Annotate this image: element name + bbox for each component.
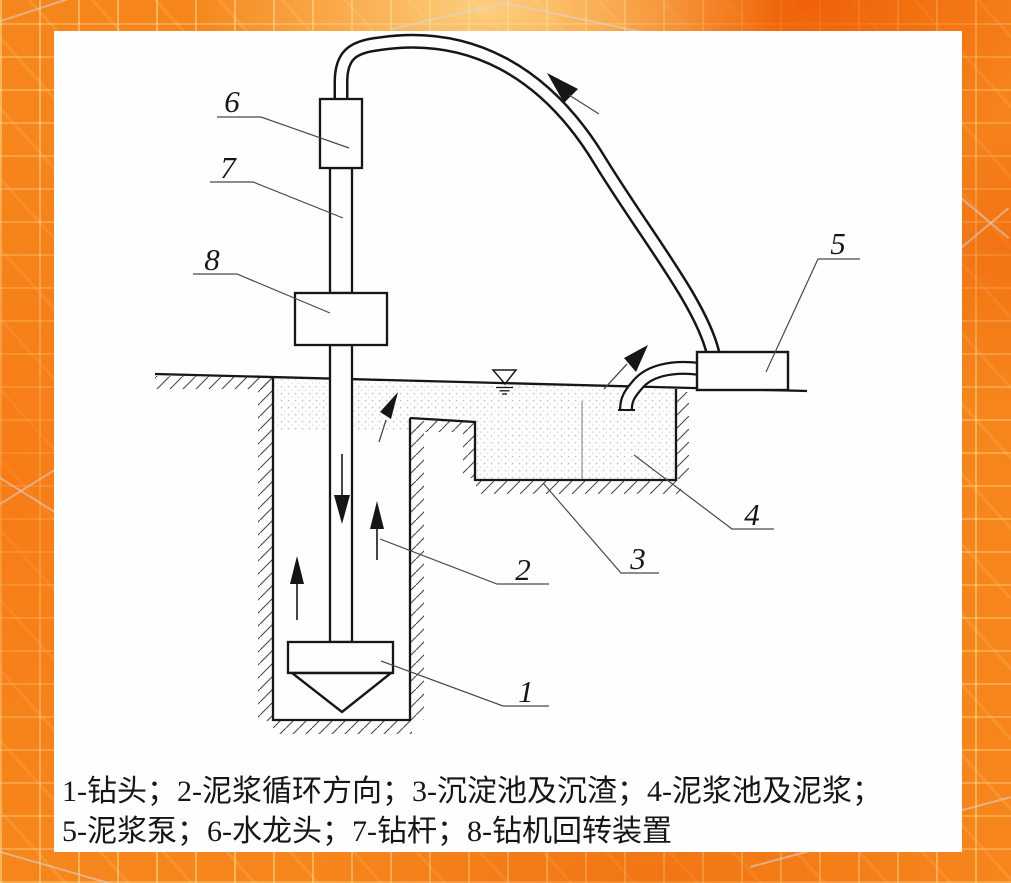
borehole-mouth-arrow [378,392,398,443]
mud-fill [275,379,674,479]
mouth-arrow-tail [378,419,387,443]
suction-flow-arrowhead [624,345,648,372]
flow-arrows [290,73,648,620]
hose-flow-arrow-tail [568,94,600,115]
suction-flow-arrow-tail [603,363,628,390]
drill-bit-body [286,640,395,675]
drill-string [286,97,395,714]
hatch-pit-right-wall [677,392,689,479]
part-number-7: 7 [220,150,237,185]
leader-4 [633,454,774,530]
part-number-6: 6 [224,84,240,119]
leader-1 [380,660,549,707]
suction-flow-arrow [603,345,648,390]
hose-flow-arrow [547,73,600,115]
part-number-1: 1 [518,674,534,709]
part-numbers: 6 7 8 5 2 1 3 4 [204,84,846,709]
leader-3 [542,482,659,574]
hatch-borehole-bottom [273,721,412,734]
leader-5 [765,258,860,373]
leader-6 [217,116,350,149]
mouth-arrowhead [380,392,398,419]
part-number-2: 2 [515,552,531,587]
drill-bit-cone [288,671,395,714]
suction-pipe [618,360,701,411]
mud-pump-box [695,350,790,392]
drill-rod-upper [328,166,354,295]
suction-inner [621,363,701,410]
part-number-3: 3 [629,541,646,576]
rotary-device-box [293,291,389,347]
label-leaders [193,116,860,707]
caption-line-2: 5-泥浆泵；6-水龙头；7-钻杆；8-钻机回转装置 [62,815,672,848]
part-number-5: 5 [830,226,846,261]
pit-outline [409,389,678,482]
hatch-ground-left [155,376,272,389]
water-level-triangle [491,369,518,386]
annulus-right-head [370,501,384,529]
hatch-borehole-left-wall [258,377,272,721]
hatch-borehole-right-wall [411,424,424,720]
hatch-pit-bottom [476,481,681,494]
leader-7 [210,181,344,219]
soil-hatching [155,376,689,734]
part-number-8: 8 [204,242,220,277]
discharge-hose [333,33,721,355]
hose-inner [336,36,718,355]
water-level-symbol [491,369,518,395]
swivel-box [318,97,364,170]
annulus-up-arrow-left [290,556,304,620]
rod-down-arrow [334,454,350,524]
part-number-4: 4 [744,497,760,532]
annulus-left-head [290,556,304,584]
caption-line-1: 1-钻头；2-泥浆循环方向；3-沉淀池及沉渣；4-泥浆池及泥浆； [62,775,882,808]
hatch-pier-top [411,421,474,432]
caption: 1-钻头；2-泥浆循环方向；3-沉淀池及沉渣；4-泥浆池及泥浆； 5-泥浆泵；6… [62,772,958,852]
drill-rod-lower [328,343,354,644]
leader-8 [193,273,331,314]
hatch-pier-right [463,430,474,478]
annulus-up-arrow-right [370,501,384,560]
leader-2 [379,538,549,585]
borehole-outline [271,376,412,722]
rod-down-arrowhead [334,495,350,524]
